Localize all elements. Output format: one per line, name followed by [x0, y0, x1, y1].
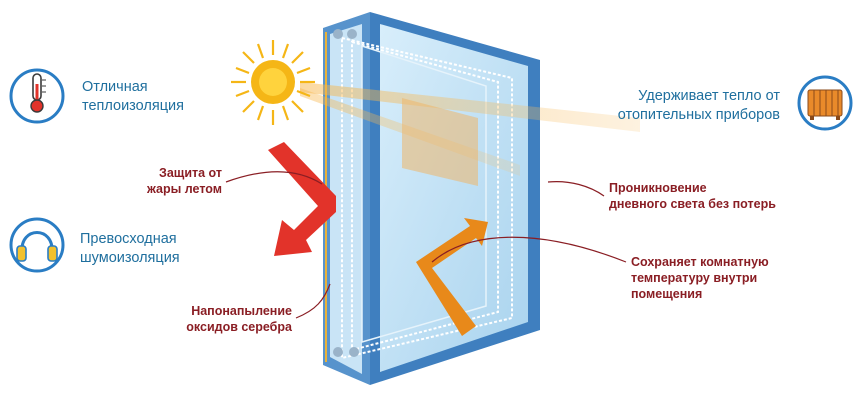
thermometer-icon	[9, 68, 65, 124]
label-noise: Превосходная шумоизоляция	[80, 231, 180, 266]
sun-icon	[231, 40, 315, 125]
sunlight-beams	[300, 82, 640, 186]
label-heat-protection: Защита от жары летом	[147, 166, 222, 196]
orange-heat-arrow	[416, 218, 488, 336]
label-silver-coating: Напонапыление оксидов серебра	[186, 304, 292, 334]
label-room-temp: Сохраняет комнатную температуру внутри п…	[631, 255, 769, 301]
headphones-icon	[9, 217, 65, 273]
connector-lines	[225, 171, 627, 319]
radiator-icon	[797, 75, 853, 131]
label-keeps-heat: Удерживает тепло от отопительных приборо…	[617, 88, 780, 123]
label-insulation: Отличная теплоизоляция	[82, 79, 184, 114]
label-daylight: Проникновение дневного света без потерь	[609, 181, 776, 211]
window-frame	[323, 12, 540, 385]
red-heat-arrow	[268, 142, 336, 256]
